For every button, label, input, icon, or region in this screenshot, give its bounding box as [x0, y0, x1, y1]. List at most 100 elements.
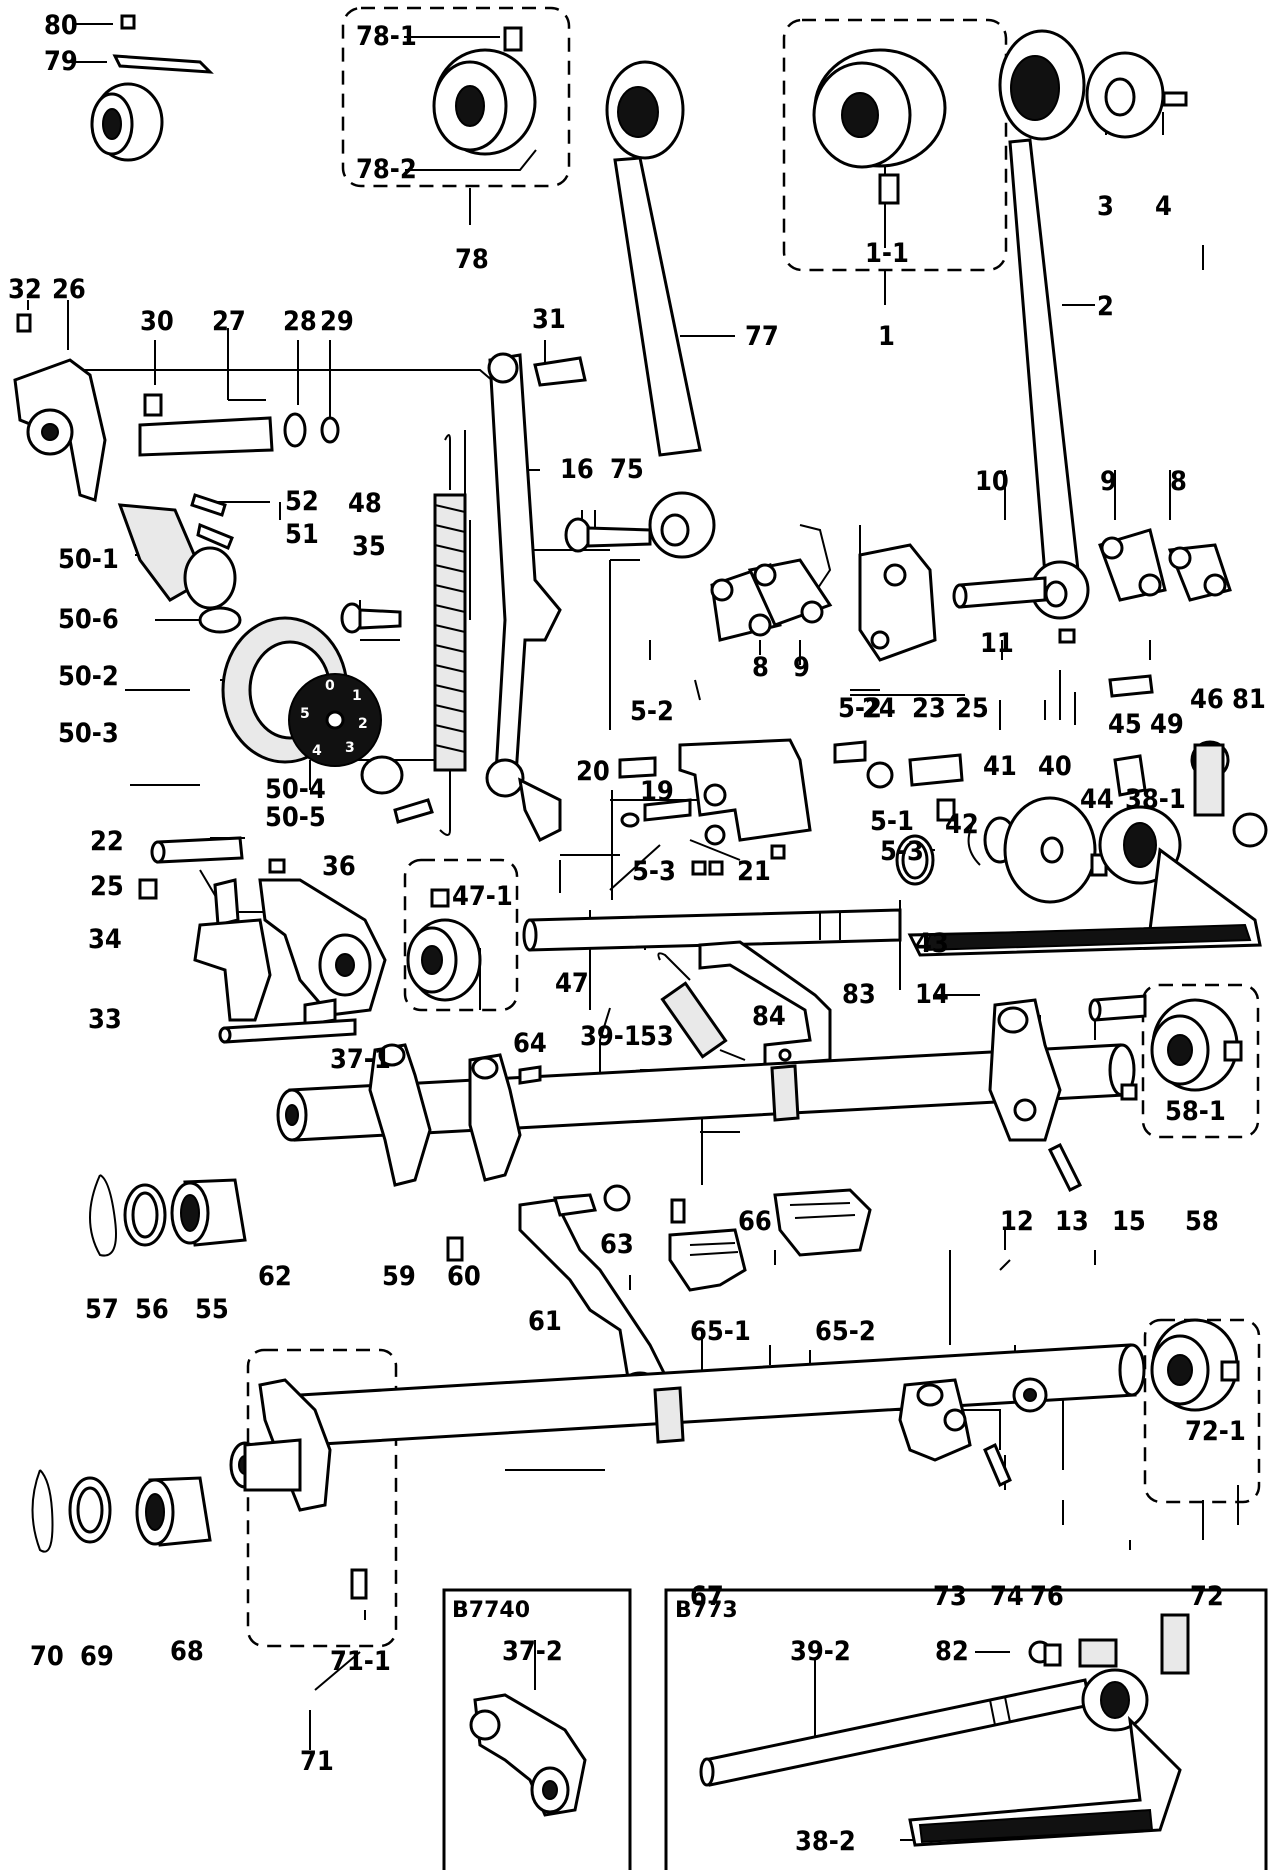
label-37-2: 37-2: [502, 1636, 563, 1667]
label-13: 13: [1055, 1206, 1089, 1237]
label-74: 74: [990, 1581, 1024, 1612]
label-34: 34: [88, 924, 122, 955]
label-19: 19: [640, 776, 674, 807]
label-84: 84: [752, 1001, 786, 1032]
part-12-crank: [988, 998, 1138, 1193]
part-37-2-crank: [469, 1693, 587, 1817]
group-box-47: [403, 858, 519, 1012]
dial-mark-5: 5: [300, 706, 310, 722]
part-75-screw: [564, 517, 652, 553]
label-21: 21: [737, 856, 771, 887]
label-73: 73: [933, 1581, 967, 1612]
part-8-9-links-left: [710, 558, 833, 642]
label-78: 78: [455, 244, 489, 275]
label-28: 28: [283, 306, 317, 337]
label-5-2-right: 5-2: [838, 693, 882, 724]
part-58-collar: [1150, 998, 1243, 1092]
part-50-knob-assembly: 0 1 2 3 4 5: [117, 493, 434, 824]
label-39-1: 39-1: [580, 1021, 641, 1052]
label-72-1: 72-1: [1185, 1416, 1246, 1447]
label-75: 75: [610, 454, 644, 485]
part-38-2-pedal: [699, 1613, 1190, 1847]
label-55: 55: [195, 1294, 229, 1325]
label-5-1: 5-1: [870, 806, 914, 837]
part-47-collar: [406, 888, 482, 1002]
label-50-2: 50-2: [58, 661, 119, 692]
label-27: 27: [212, 306, 246, 337]
part-73-crank: [898, 1377, 1048, 1488]
label-30: 30: [140, 306, 174, 337]
label-31: 31: [532, 304, 566, 335]
label-50-1: 50-1: [58, 544, 119, 575]
label-65-1: 65-1: [690, 1316, 751, 1347]
label-72: 72: [1190, 1581, 1224, 1612]
label-2: 2: [1097, 291, 1114, 322]
inset-b773: [664, 1588, 1268, 1870]
label-8-right: 8: [1170, 466, 1187, 497]
label-79: 79: [44, 46, 78, 77]
label-51: 51: [285, 519, 319, 550]
part-72-collar: [1150, 1318, 1240, 1412]
label-59: 59: [382, 1261, 416, 1292]
label-41: 41: [983, 751, 1017, 782]
label-45: 45: [1108, 709, 1142, 740]
part-5-1-bracket: [618, 738, 964, 876]
callout-labels: 80 79 78-1 78-2 78 77 1-1 1 3 4 2 32 26 …: [8, 10, 1266, 1857]
dial-mark-4: 4: [312, 743, 322, 759]
label-11: 11: [980, 628, 1014, 659]
label-52: 52: [285, 486, 319, 517]
inset-b7740: [442, 1588, 632, 1870]
label-71-1: 71-1: [330, 1646, 391, 1677]
label-22: 22: [90, 826, 124, 857]
label-70: 70: [30, 1641, 64, 1672]
label-49: 49: [1150, 709, 1184, 740]
label-50-3: 50-3: [58, 718, 119, 749]
part-71-crank: [31, 1378, 368, 1600]
label-40: 40: [1038, 751, 1072, 782]
label-4: 4: [1155, 191, 1172, 222]
label-50-5: 50-5: [265, 802, 326, 833]
part-1-eccentric: [812, 48, 947, 205]
label-48: 48: [348, 488, 382, 519]
label-10: 10: [975, 466, 1009, 497]
label-32: 32: [8, 274, 42, 305]
part-center-bracket: [858, 543, 937, 662]
label-82: 82: [935, 1636, 969, 1667]
label-1: 1: [878, 321, 895, 352]
label-63: 63: [600, 1229, 634, 1260]
part-38-1-pedal: [907, 674, 1268, 957]
part-35-screw: [340, 602, 402, 634]
label-1-1: 1-1: [865, 238, 909, 269]
label-57: 57: [85, 1294, 119, 1325]
part-40-cam: [895, 796, 1097, 904]
label-26: 26: [52, 274, 86, 305]
label-65-2: 65-2: [815, 1316, 876, 1347]
label-67: 67: [690, 1581, 724, 1612]
label-69: 69: [80, 1641, 114, 1672]
dial-mark-2: 2: [358, 716, 368, 732]
label-25-upper: 25: [955, 693, 989, 724]
group-box-71: [246, 1348, 398, 1648]
part-26-crank: [13, 313, 340, 502]
group-box-78: [341, 6, 571, 188]
part-48-spring: [433, 434, 467, 836]
part-11-screw: [1058, 628, 1076, 644]
label-46: 46: [1190, 684, 1224, 715]
label-9-left: 9: [793, 652, 810, 683]
label-56: 56: [135, 1294, 169, 1325]
label-61: 61: [528, 1306, 562, 1337]
part-8-9-links-right: [1098, 528, 1232, 602]
label-14: 14: [915, 979, 949, 1010]
dial-mark-3: 3: [345, 740, 355, 756]
label-47-1: 47-1: [452, 881, 513, 912]
part-59-crank: [368, 1043, 542, 1262]
part-62-pin: [218, 1018, 357, 1044]
label-25-lower: 25: [90, 871, 124, 902]
part-37-1-crank: [138, 836, 387, 1027]
label-24: 24: [862, 693, 896, 724]
inset-title-b7740: B7740: [452, 1598, 530, 1623]
part-77-rod: [605, 60, 716, 559]
label-71: 71: [300, 1746, 334, 1777]
